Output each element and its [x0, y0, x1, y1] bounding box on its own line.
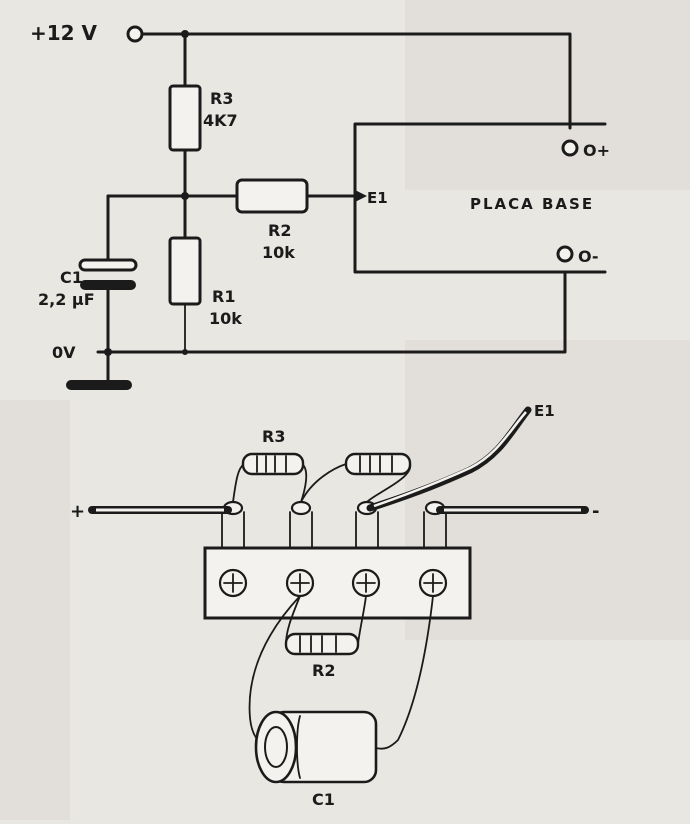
- resistor-r3: [168, 84, 202, 152]
- r3-value: 4K7: [203, 111, 238, 130]
- assembly-r2-label: R2: [312, 661, 335, 680]
- junction-dot: [182, 349, 188, 355]
- terminal-post-1: [218, 500, 248, 598]
- r1-value: 10k: [209, 309, 242, 328]
- capacitor-c1-end: [254, 710, 298, 784]
- r3-bands: [256, 455, 287, 473]
- supply-rail: [140, 32, 572, 130]
- assembly-drawing: + - R3 E1 R2 C1: [70, 402, 599, 809]
- e1-arrow-icon: [355, 190, 367, 202]
- assembly-plus-label: +: [70, 501, 85, 522]
- board-negative-terminal: [556, 245, 574, 263]
- assembly-r3-label: R3: [262, 427, 285, 446]
- board-title: PLACA BASE: [470, 195, 594, 213]
- supply-terminal: [126, 25, 144, 43]
- board-outline: [353, 122, 607, 274]
- resistor-r1-body: [344, 452, 412, 476]
- assembly-minus-label: -: [592, 501, 599, 522]
- ground-rail: [96, 270, 567, 354]
- ground-label: 0V: [52, 343, 76, 362]
- c1-name: C1: [60, 268, 83, 287]
- r2-name: R2: [268, 221, 291, 240]
- assembly-e1-label: E1: [534, 402, 555, 420]
- board-negative-label: O-: [578, 247, 599, 266]
- e1-label: E1: [367, 189, 388, 207]
- c1-value: 2,2 µF: [38, 290, 95, 309]
- board-positive-label: O+: [583, 141, 610, 160]
- e1-lead-insulation: [373, 411, 527, 508]
- r3-name: R3: [210, 89, 233, 108]
- capacitor-c1-seam: [296, 715, 301, 779]
- capacitor-c1-plate-positive: [78, 258, 138, 272]
- r2-bands: [299, 635, 337, 653]
- assembly-c1-label: C1: [312, 790, 335, 809]
- resistor-r3-body: [241, 452, 305, 476]
- terminal-post-2: [285, 500, 315, 598]
- r2-value: 10k: [262, 243, 295, 262]
- terminal-post-4: [418, 500, 448, 598]
- board-positive-terminal: [561, 139, 579, 157]
- r1-bands: [359, 455, 393, 473]
- resistor-r2: [235, 178, 309, 214]
- schematic: +12 V O+ R3 4K7 R2 10k E1 PLACA BASE R1 …: [30, 21, 610, 390]
- e1-lead-wire: [366, 406, 532, 512]
- r1-name: R1: [212, 287, 235, 306]
- capacitor-c1-plate-negative: [80, 280, 136, 290]
- resistor-r1: [168, 236, 202, 306]
- capacitor-c1-end-ring: [264, 726, 288, 768]
- c1-lead-right: [375, 595, 434, 750]
- ground-symbol-icon: [66, 380, 132, 390]
- supply-label: +12 V: [30, 21, 98, 45]
